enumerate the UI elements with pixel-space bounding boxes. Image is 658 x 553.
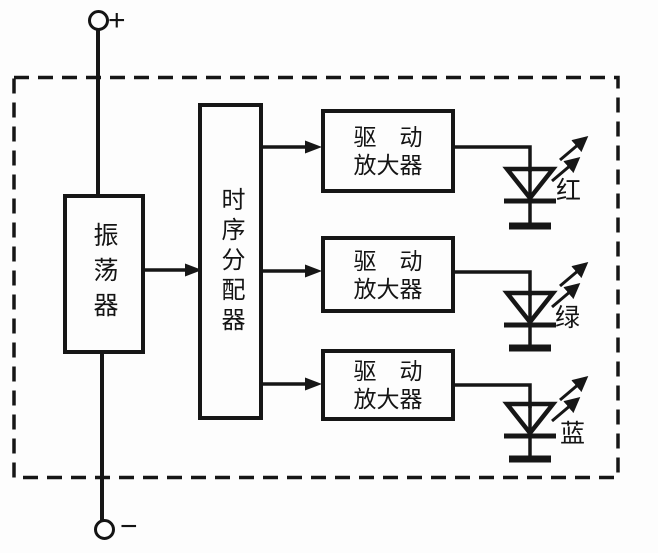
wire-amp1-to-led-red [453, 145, 532, 172]
negative-terminal-label: − [120, 510, 138, 543]
drive-amplifier-2-label-line1: 驱 动 [353, 247, 423, 274]
led-blue-label: 蓝 [560, 420, 586, 448]
led-green-label: 绿 [555, 304, 581, 332]
led-green-symbol [502, 262, 589, 352]
drive-amplifier-3-label-line2: 放大器 [353, 386, 423, 412]
oscillator-block-label: 振荡器 [90, 221, 118, 327]
negative-terminal [94, 519, 115, 540]
ic-boundary-dashed-box [12, 75, 620, 480]
drive-amplifier-block-1: 驱 动 放大器 [321, 109, 455, 193]
drive-amplifier-3-label-line1: 驱 动 [353, 358, 423, 384]
negative-supply-wire [100, 352, 104, 520]
positive-terminal [88, 10, 109, 31]
led-blue-symbol [502, 376, 589, 463]
drive-amplifier-2-label-line2: 放大器 [353, 275, 423, 302]
led-blue-emission-arrows-icon [551, 376, 589, 423]
timing-distributor-block: 时序分配器 [198, 103, 263, 420]
drive-amplifier-1-label-line1: 驱 动 [353, 124, 423, 150]
drive-amplifier-block-2: 驱 动 放大器 [321, 236, 455, 313]
wire-amp2-to-led-green [453, 270, 532, 296]
signal-arrow-distributor-to-amp1 [261, 140, 322, 154]
led-green-emission-arrows-icon [551, 262, 589, 309]
signal-arrow-oscillator-to-distributor [144, 263, 202, 277]
drive-amplifier-block-3: 驱 动 放大器 [321, 349, 455, 421]
signal-arrow-distributor-to-amp2 [261, 264, 322, 278]
led-red-symbol [502, 136, 589, 230]
drive-amplifier-1-label-line2: 放大器 [353, 152, 423, 178]
timing-distributor-block-label: 时序分配器 [217, 186, 244, 337]
oscillator-block: 振荡器 [63, 194, 145, 354]
led-red-label: 红 [556, 177, 582, 205]
signal-arrow-distributor-to-amp3 [261, 377, 322, 391]
positive-terminal-label: + [108, 4, 126, 37]
positive-supply-wire [96, 29, 100, 195]
led-red-emission-arrows-icon [551, 136, 589, 183]
wire-amp3-to-led-blue [453, 383, 532, 408]
